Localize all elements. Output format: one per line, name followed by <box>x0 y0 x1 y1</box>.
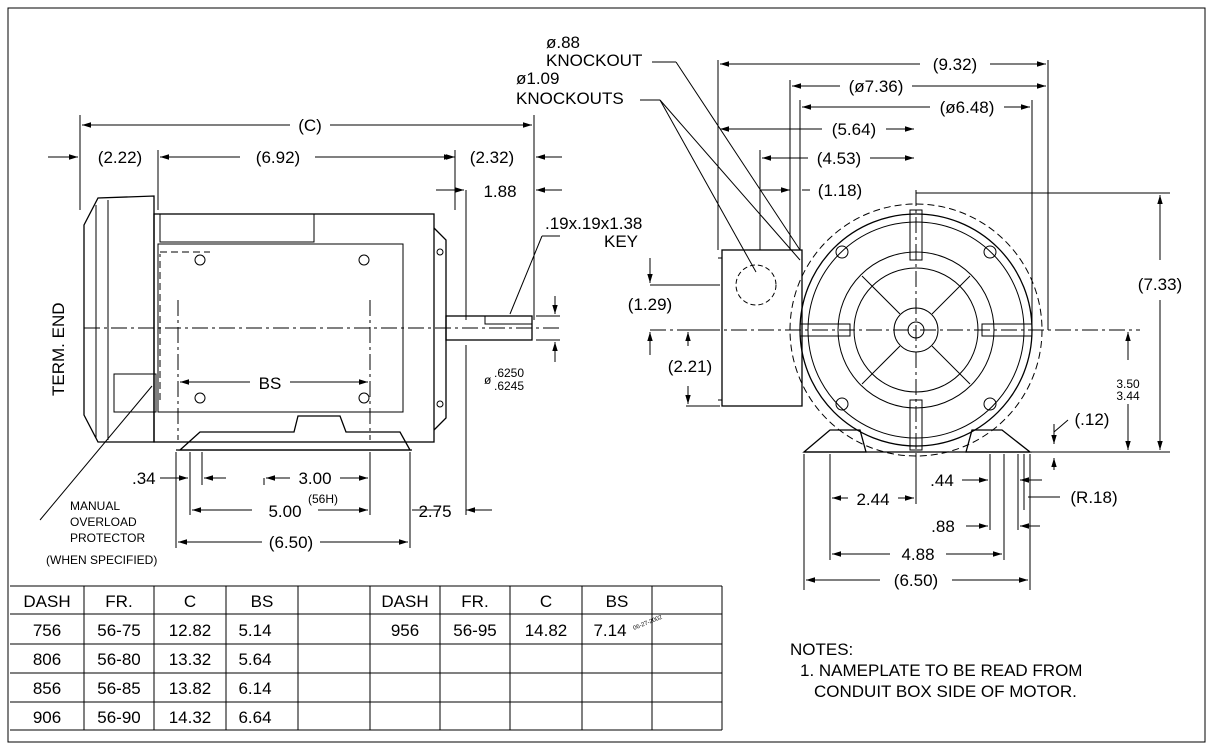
table-cell: 56-75 <box>97 621 140 640</box>
table-cell: 7.14 <box>593 621 626 640</box>
dim-2-32: (2.32) <box>470 148 514 167</box>
dim-3-44: 3.44 <box>1116 389 1140 403</box>
table-cell: 13.32 <box>169 650 212 669</box>
sheet-border <box>7 7 1206 743</box>
dim-r18: (R.18) <box>1070 488 1117 507</box>
dim-9-32: (9.32) <box>933 55 977 74</box>
dim-6-92: (6.92) <box>256 148 300 167</box>
dim-2-22: (2.22) <box>98 148 142 167</box>
dim-012: (.12) <box>1075 410 1110 429</box>
left-header-frame: FR. <box>105 592 132 611</box>
right-header-dash: DASH <box>381 592 428 611</box>
dim-2-21: (2.21) <box>668 357 712 376</box>
shaft-dia-2: .6245 <box>494 379 524 393</box>
dim-3-00: 3.00 <box>298 469 331 488</box>
dim-7-33: (7.33) <box>1138 275 1182 294</box>
dim-034: .34 <box>132 469 156 488</box>
dim-7-36: (ø7.36) <box>849 77 904 96</box>
table-cell: 956 <box>391 621 419 640</box>
dim-4-53: (4.53) <box>817 149 861 168</box>
manual-line-2: OVERLOAD <box>70 515 137 529</box>
left-header-c: C <box>184 592 196 611</box>
terminal-end-cap <box>83 195 155 443</box>
dim-56h: (56H) <box>308 492 338 506</box>
table-cell: 856 <box>33 679 61 698</box>
right-header-bs: BS <box>606 592 629 611</box>
key-size: .19x.19x1.38 <box>545 214 642 233</box>
table-cell: 906 <box>33 708 61 727</box>
end-labels: ø.88 KNOCKOUT ø1.09 KNOCKOUTS (9.32) (ø7… <box>516 33 1182 590</box>
term-end-label: TERM. END <box>49 303 68 397</box>
table-cell: 6.64 <box>238 708 271 727</box>
manual-line-4: (WHEN SPECIFIED) <box>46 553 157 567</box>
table-cell: 56-85 <box>97 679 140 698</box>
table-cell: 12.82 <box>169 621 212 640</box>
side-view <box>39 195 560 521</box>
side-labels: (C) (2.22) (6.92) (2.32) 1.88 .19x.19x1.… <box>46 116 642 567</box>
table-cell: 13.82 <box>169 679 212 698</box>
dim-1-18: (1.18) <box>818 181 862 200</box>
side-dimensions <box>48 115 562 548</box>
dim-c: (C) <box>298 116 322 135</box>
ko109-line1: ø1.09 <box>516 69 559 88</box>
mounting-base <box>178 415 412 451</box>
ko88-line2: KNOCKOUT <box>546 51 642 70</box>
dim-088: .88 <box>931 517 955 536</box>
conduit-box <box>721 249 803 407</box>
dim-1-88: 1.88 <box>483 182 516 201</box>
table-cell: 56-90 <box>97 708 140 727</box>
table-cell: 5.14 <box>238 621 271 640</box>
dim-6-50-end: (6.50) <box>894 571 938 590</box>
table-cell: 56-95 <box>453 621 496 640</box>
end-view <box>650 190 1140 470</box>
key-label: KEY <box>604 232 638 251</box>
ko88-line1: ø.88 <box>546 33 580 52</box>
dim-3-50: 3.50 <box>1116 377 1140 391</box>
left-header-bs: BS <box>251 592 274 611</box>
table-cell: 56-80 <box>97 650 140 669</box>
dim-2-75: 2.75 <box>418 502 451 521</box>
notes: NOTES: 1. NAMEPLATE TO BE READ FROM COND… <box>790 640 1082 701</box>
dim-044: .44 <box>930 471 954 490</box>
right-header-c: C <box>540 592 552 611</box>
notes-title: NOTES: <box>790 640 853 659</box>
end-dimensions <box>640 60 1170 590</box>
drive-end-cap <box>433 227 447 431</box>
dim-6-48: (ø6.48) <box>940 98 995 117</box>
dim-1-29: (1.29) <box>628 295 672 314</box>
ko109-line2: KNOCKOUTS <box>516 89 624 108</box>
manual-line-3: PROTECTOR <box>70 531 145 545</box>
dim-4-88: 4.88 <box>901 545 934 564</box>
manual-line-1: MANUAL <box>70 499 120 513</box>
dim-2-44: 2.44 <box>856 490 889 509</box>
table-cell: 14.32 <box>169 708 212 727</box>
table-cell: 756 <box>33 621 61 640</box>
dim-5-64: (5.64) <box>832 120 876 139</box>
dim-bs: BS <box>259 374 282 393</box>
table-cell: 806 <box>33 650 61 669</box>
table-cell: 5.64 <box>238 650 271 669</box>
notes-line-1: 1. NAMEPLATE TO BE READ FROM <box>800 661 1082 680</box>
date-stamp: 06-27-2002 <box>633 615 664 632</box>
dim-6-50-side: (6.50) <box>269 533 313 552</box>
knockout-circle <box>735 264 777 306</box>
table-cell: 14.82 <box>525 621 568 640</box>
dimension-table: DASH FR. C BS DASH FR. C BS 756 56-75 12… <box>10 585 723 731</box>
dim-5-00: 5.00 <box>268 502 301 521</box>
notes-line-2: CONDUIT BOX SIDE OF MOTOR. <box>814 682 1077 701</box>
left-header-dash: DASH <box>23 592 70 611</box>
table-cell: 6.14 <box>238 679 271 698</box>
shaft-dia-1: .6250 <box>494 366 524 380</box>
shaft-dia-prefix: ø <box>484 373 492 387</box>
right-header-frame: FR. <box>461 592 488 611</box>
